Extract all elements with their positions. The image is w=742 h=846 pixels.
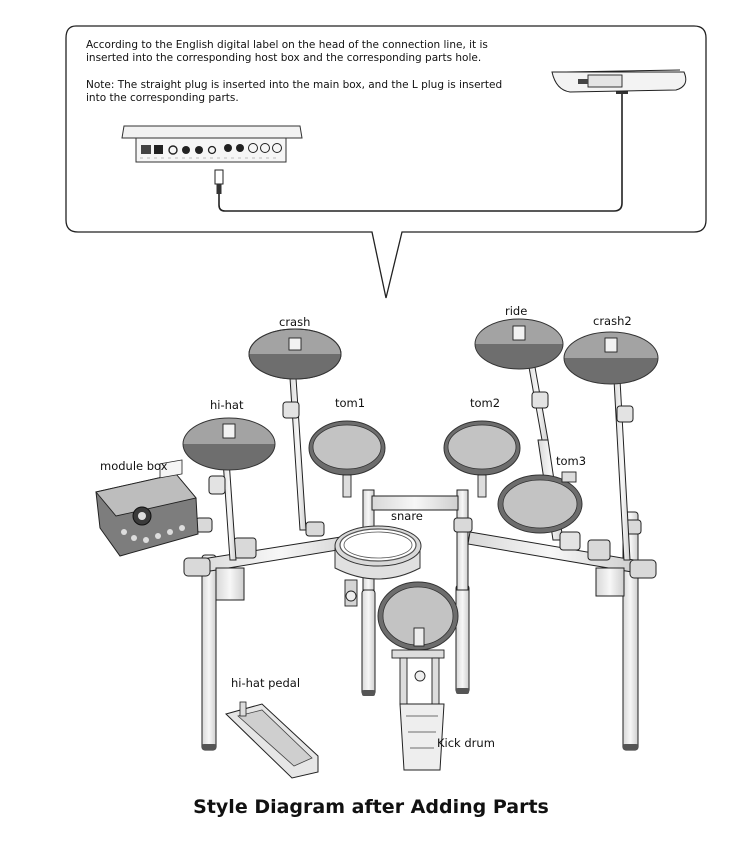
label-crash2: crash2 [593,314,632,328]
stem-joints [208,391,634,551]
pad-tom3 [497,471,583,534]
callout-bubble [65,25,707,299]
label-ride: ride [505,304,528,318]
pad-kick [377,581,459,771]
pad-tom1 [308,420,386,498]
rack-clamps [183,517,657,579]
label-tom3: tom3 [556,454,587,468]
cymbal-crash [248,328,342,380]
label-tom1: tom1 [335,396,366,410]
rack-feet [202,688,638,750]
label-hihat-pedal: hi-hat pedal [231,676,301,690]
diagram-caption: Style Diagram after Adding Parts [193,796,549,818]
module-rear-panel [121,125,303,163]
hihat-pedal [225,701,319,779]
cymbal-crash2 [563,331,659,385]
cymbal-hihat [182,417,276,471]
label-module-box: module box [100,459,168,473]
callout-paragraph-1: According to the English digital label o… [86,39,488,64]
pad-tom2 [443,420,521,498]
label-crash: crash [279,315,311,329]
pad-detail [551,69,687,93]
label-tom2: tom2 [470,396,501,410]
label-kick-drum: Kick drum [437,736,495,750]
pad-snare [334,525,422,607]
label-hihat: hi-hat [210,398,244,412]
module-box [95,459,199,557]
cymbal-ride [474,318,564,370]
callout-paragraph-2: Note: The straight plug is inserted into… [86,79,503,104]
label-snare: snare [391,509,423,523]
